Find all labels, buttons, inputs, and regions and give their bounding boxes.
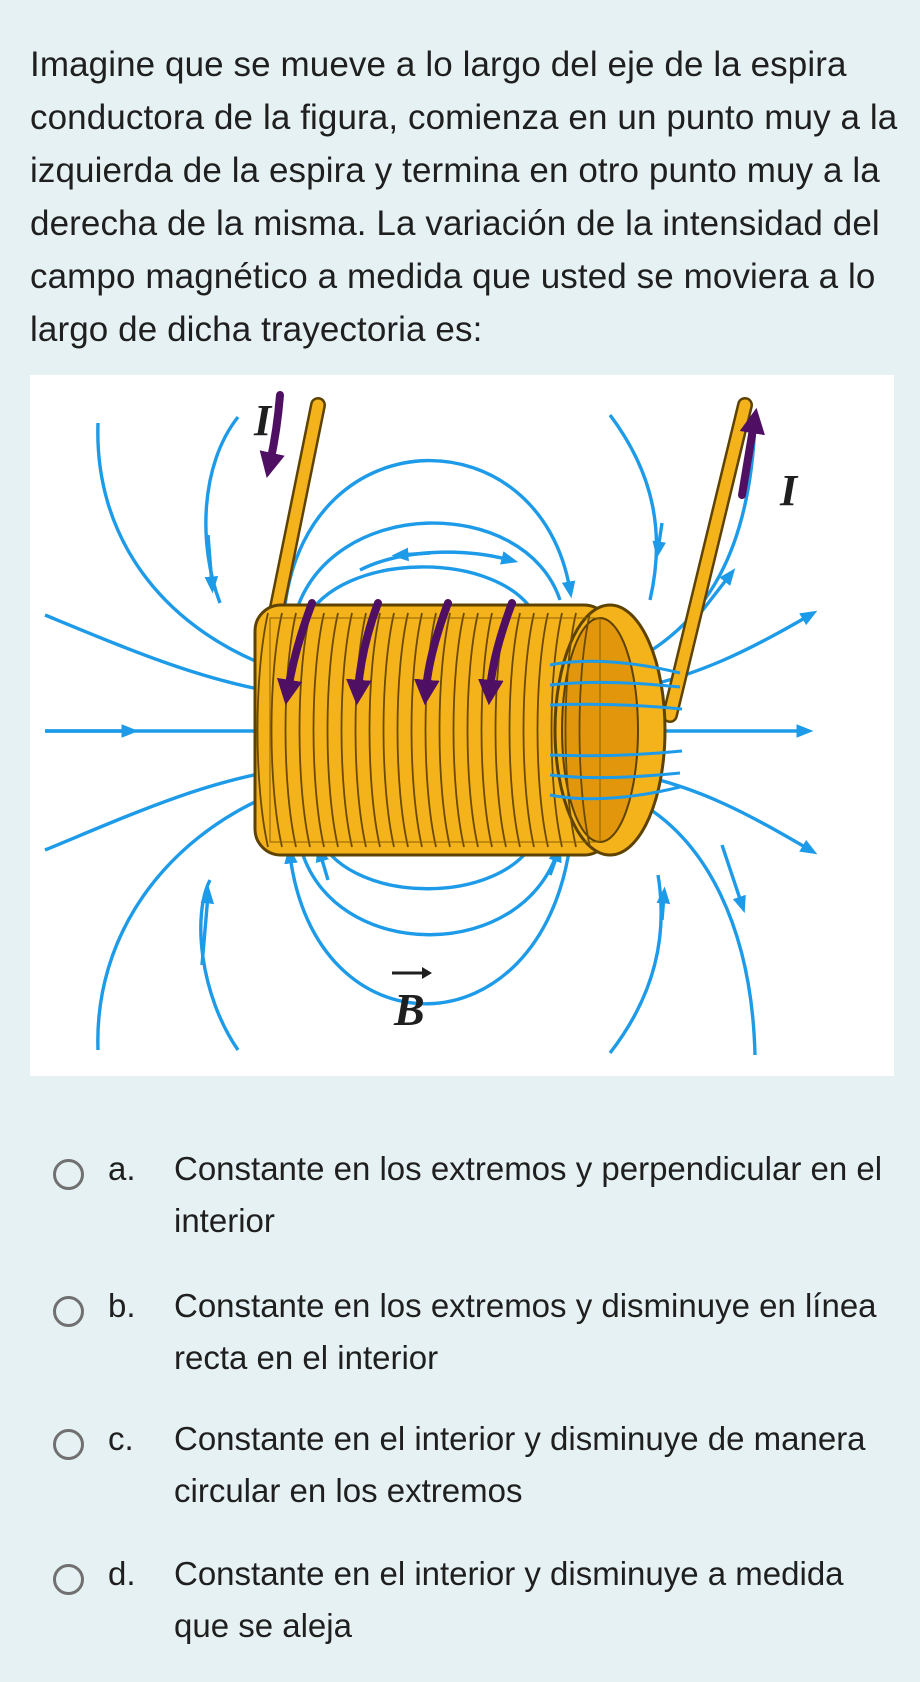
coil-turn [536, 612, 549, 848]
field-line-right-lower-2-arrow [720, 844, 746, 914]
field-label: B [393, 984, 425, 1035]
coil-turn [326, 612, 339, 848]
coil-turn [340, 612, 353, 848]
field-line-top-loop-outer [283, 458, 576, 606]
option-c[interactable]: c. Constante en el interior y disminuye … [0, 1415, 920, 1525]
field-line-right-upper-3-arrow [652, 522, 666, 559]
option-a[interactable]: a. Constante en los extremos y perpendic… [0, 1145, 920, 1255]
field-line-bottom-loop-outer [284, 844, 572, 1006]
field-line-left-upper-3-arrow [204, 534, 219, 594]
field-line-bottom-loop-inner [318, 839, 537, 891]
lead-wire-left-fill [267, 399, 324, 633]
field-line-left-lower-1 [44, 764, 289, 852]
coil-turn [522, 612, 535, 848]
interior-field-lines [549, 659, 683, 801]
coil-turn [284, 612, 297, 848]
option-d[interactable]: d. Constante en el interior y disminuye … [0, 1550, 920, 1660]
coil-turn [452, 612, 465, 848]
radio-a[interactable] [53, 1159, 84, 1190]
coil-turn [270, 612, 283, 848]
field-line-left-lower-2 [96, 791, 278, 1051]
field-line-left-upper-1 [44, 613, 289, 699]
radio-b[interactable] [53, 1296, 84, 1327]
option-d-letter: d. [108, 1555, 136, 1592]
current-arrow-coil-2 [346, 599, 382, 706]
current-label-right: I [779, 466, 799, 515]
question-text: Imagine que se mueve a lo largo del eje … [30, 45, 898, 349]
field-line-left-lower-3-arrow [200, 886, 215, 966]
coil-turn [312, 612, 325, 848]
field-line-bottom-loop-arrow [315, 844, 330, 881]
coil-turn [438, 612, 451, 848]
coil-turn [256, 612, 269, 848]
coil-turn [480, 612, 493, 848]
field-line-bottom-loop-arrow-2 [548, 845, 562, 876]
field-line-left-upper-2 [96, 422, 278, 671]
field-line-bottom-loop-mid [298, 842, 562, 937]
coil-turn [368, 612, 381, 848]
option-d-text: Constante en el interior y disminuye a m… [174, 1555, 844, 1644]
option-c-text: Constante en el interior y disminuye de … [174, 1420, 866, 1509]
coil-turn [564, 612, 577, 848]
current-label-left: I [253, 396, 273, 445]
lead-wire-right-fill [664, 399, 751, 721]
coil-turn [578, 612, 591, 848]
current-arrow-coil-1 [276, 599, 316, 706]
coil-turn [354, 612, 367, 848]
radio-c[interactable] [53, 1429, 84, 1460]
field-line-right-upper-3 [608, 413, 659, 601]
coil-turn [508, 612, 521, 848]
solenoid-diagram: I I B [44, 391, 818, 1056]
solenoid-figure: I I B [30, 375, 894, 1076]
coil-turn [466, 612, 479, 848]
option-b-text: Constante en los extremos y disminuye en… [174, 1287, 877, 1376]
field-label-group: B [392, 967, 432, 1035]
coil-turn [410, 612, 423, 848]
field-line-right-lower-3 [608, 874, 663, 1055]
coil-turn [550, 612, 563, 848]
lead-wires [265, 397, 753, 723]
coil-turn [382, 612, 395, 848]
option-b[interactable]: b. Constante en los extremos y disminuye… [0, 1282, 920, 1392]
current-arrows [259, 391, 765, 706]
solenoid-coil [253, 603, 667, 857]
current-arrow-right-lead [738, 407, 765, 499]
option-a-letter: a. [108, 1150, 136, 1187]
current-arrow-coil-4 [478, 599, 516, 706]
coil-turn [396, 612, 409, 848]
field-line-right-lower-2 [624, 793, 757, 1056]
option-b-letter: b. [108, 1287, 136, 1324]
vector-arrow-head [422, 967, 432, 979]
option-c-letter: c. [108, 1420, 134, 1457]
field-line-top-loop-inner [303, 565, 537, 622]
field-line-top-loop-short [359, 550, 519, 572]
radio-d[interactable] [53, 1564, 84, 1595]
field-line-right-lower-3-arrow [656, 886, 671, 921]
option-a-text: Constante en los extremos y perpendicula… [174, 1150, 883, 1239]
field-line-top-loop-mid [293, 521, 562, 616]
coil-turn [298, 612, 311, 848]
coil-turn [424, 612, 437, 848]
current-arrow-coil-3 [414, 599, 452, 706]
current-arrow-left-lead [259, 391, 285, 479]
